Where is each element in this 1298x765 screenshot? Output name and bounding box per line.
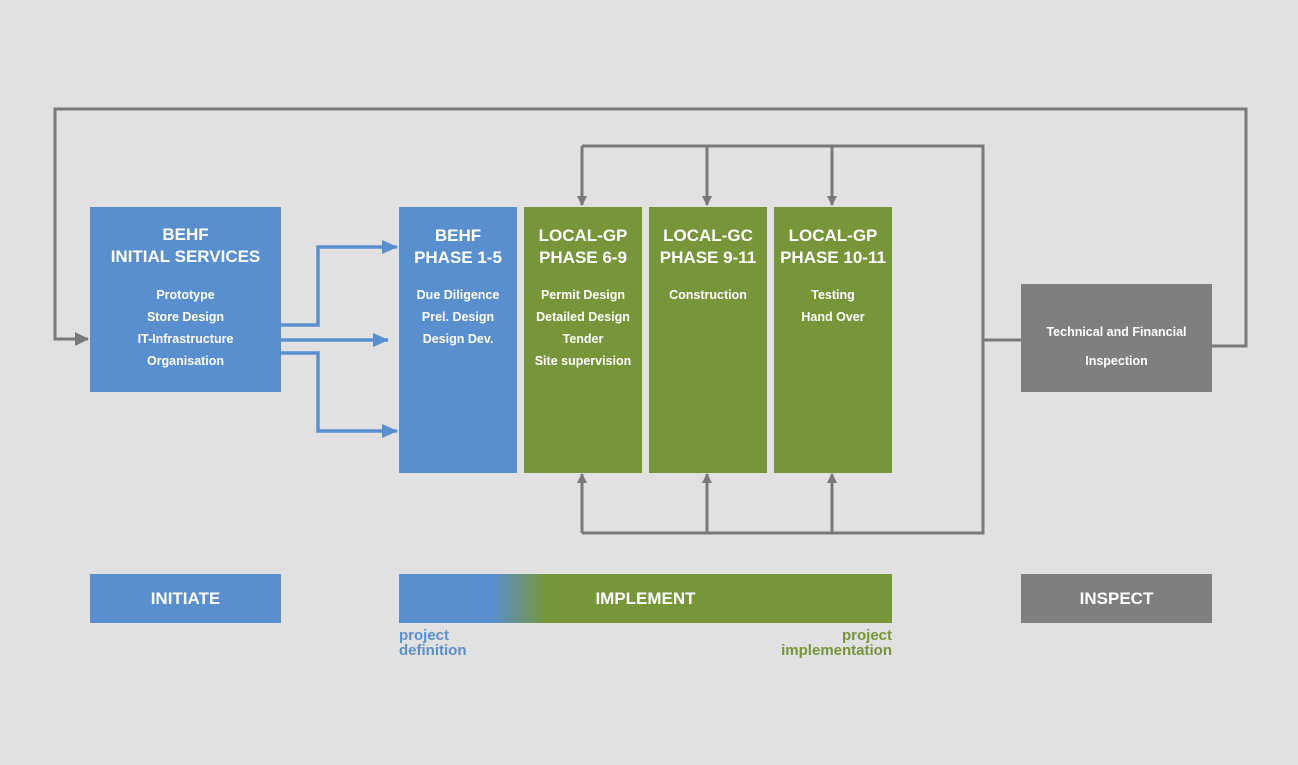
inspect-bar: INSPECT bbox=[1021, 574, 1212, 623]
item-detailed-design: Detailed Design bbox=[536, 310, 630, 324]
note-line-1: project bbox=[841, 627, 892, 644]
initial-services-items: Prototype Store Design IT-Infrastructure… bbox=[90, 284, 281, 372]
phase-10-11-items: Testing Hand Over bbox=[774, 284, 892, 328]
phase-9-11-title: LOCAL-GC PHASE 9-11 bbox=[649, 225, 767, 269]
phase-1-5-title: BEHF PHASE 1-5 bbox=[399, 225, 517, 269]
phase-6-9-box: LOCAL-GP PHASE 6-9 Permit Design Detaile… bbox=[524, 207, 642, 473]
top-control-line bbox=[582, 144, 985, 340]
item-testing: Testing bbox=[811, 288, 855, 302]
title-line-2: PHASE 10-11 bbox=[780, 248, 886, 267]
title-line-1: LOCAL-GP bbox=[538, 226, 628, 245]
phase-10-11-title: LOCAL-GP PHASE 10-11 bbox=[774, 225, 892, 269]
phase-6-9-items: Permit Design Detailed Design Tender Sit… bbox=[524, 284, 642, 372]
item-it-infrastructure: IT-Infrastructure bbox=[137, 332, 234, 346]
implement-label: IMPLEMENT bbox=[595, 588, 696, 608]
project-definition-note: project definition bbox=[399, 628, 467, 658]
initial-services-box: BEHF INITIAL SERVICES Prototype Store De… bbox=[90, 207, 281, 392]
feedback-loop-arrow bbox=[53, 107, 1248, 348]
item-design-dev: Design Dev. bbox=[422, 332, 494, 346]
inspection-box: Technical and Financial Inspection bbox=[1021, 284, 1212, 392]
title-line-2: PHASE 6-9 bbox=[539, 248, 627, 267]
initiate-label: INITIATE bbox=[150, 588, 221, 608]
bottom-control-line bbox=[582, 340, 985, 535]
initial-services-title: BEHF INITIAL SERVICES bbox=[90, 224, 281, 268]
item-organisation: Organisation bbox=[146, 354, 225, 368]
phase-9-11-box: LOCAL-GC PHASE 9-11 Construction bbox=[649, 207, 767, 473]
item-tender: Tender bbox=[562, 332, 604, 346]
project-implementation-note: project implementation bbox=[700, 628, 892, 658]
inspect-label: INSPECT bbox=[1079, 588, 1154, 608]
note-line-2: implementation bbox=[781, 642, 892, 659]
phase-9-11-items: Construction bbox=[649, 284, 767, 306]
phase-6-9-title: LOCAL-GP PHASE 6-9 bbox=[524, 225, 642, 269]
title-line-1: LOCAL-GC bbox=[663, 226, 753, 245]
inspection-line-2: Inspection bbox=[1085, 354, 1148, 368]
blue-arrow-lower bbox=[281, 351, 398, 438]
title-line-1: BEHF bbox=[434, 226, 482, 245]
phase-10-11-box: LOCAL-GP PHASE 10-11 Testing Hand Over bbox=[774, 207, 892, 473]
title-line-2: PHASE 1-5 bbox=[414, 248, 502, 267]
note-line-1: project bbox=[399, 627, 450, 644]
item-due-diligence: Due Diligence bbox=[416, 288, 500, 302]
item-site-supervision: Site supervision bbox=[534, 354, 632, 368]
phase-1-5-box: BEHF PHASE 1-5 Due Diligence Prel. Desig… bbox=[399, 207, 517, 473]
title-line-1: LOCAL-GP bbox=[788, 226, 878, 245]
item-permit-design: Permit Design bbox=[540, 288, 626, 302]
title-line-2: INITIAL SERVICES bbox=[110, 247, 261, 266]
implement-bar: IMPLEMENT bbox=[399, 574, 892, 623]
inspection-line-1: Technical and Financial bbox=[1046, 325, 1187, 339]
item-prototype: Prototype bbox=[156, 288, 215, 302]
initiate-bar: INITIATE bbox=[90, 574, 281, 623]
note-line-2: definition bbox=[399, 642, 467, 659]
title-line-1: BEHF bbox=[162, 225, 209, 244]
item-store-design: Store Design bbox=[146, 310, 225, 324]
blue-arrow-upper bbox=[281, 240, 398, 327]
item-construction: Construction bbox=[669, 288, 747, 302]
item-prel-design: Prel. Design bbox=[421, 310, 495, 324]
title-line-2: PHASE 9-11 bbox=[659, 248, 757, 267]
phase-1-5-items: Due Diligence Prel. Design Design Dev. bbox=[399, 284, 517, 350]
item-hand-over: Hand Over bbox=[801, 310, 865, 324]
